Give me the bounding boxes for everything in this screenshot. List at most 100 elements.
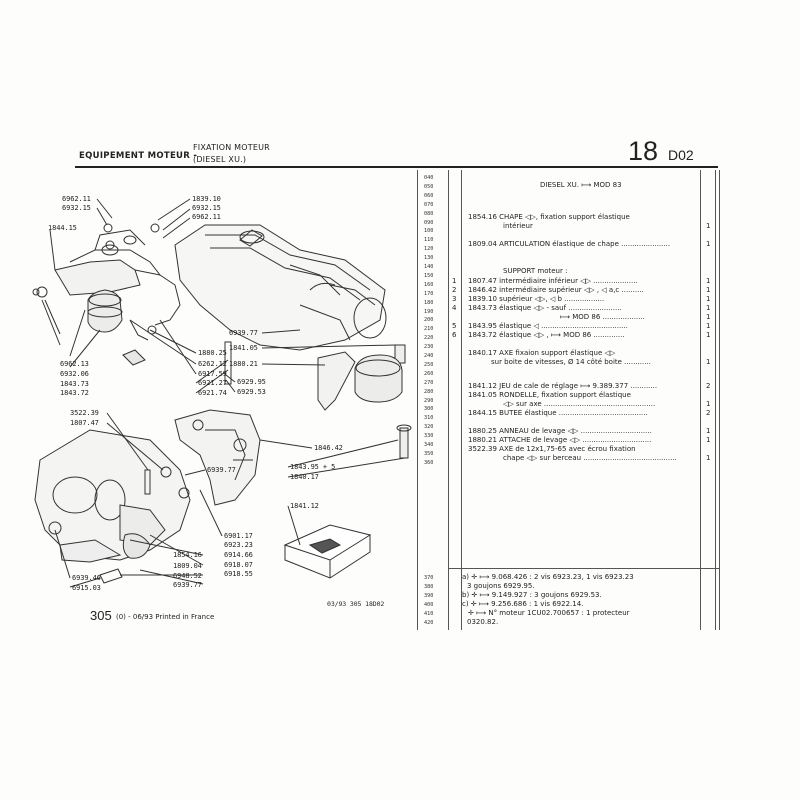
note-line: a) ✛ ⟼ 9.068.426 : 2 vis 6923.23, 1 vis … [462, 573, 634, 581]
section-subtitle-line2: (DIESEL XU.) [193, 155, 247, 164]
note-line: 3 goujons 6929.95. [467, 582, 535, 590]
line-number: 380 [424, 584, 434, 590]
note-line: 0320.82. [467, 618, 499, 626]
callout-label: 6929.95 [237, 378, 266, 386]
callout-label: 1807.47 [70, 419, 99, 427]
callout-label: 6915.03 [72, 584, 101, 592]
callout-label: 1880.21 [229, 360, 258, 368]
callout-label: 6962.13 [60, 360, 89, 368]
callout-label: 6939.77 [207, 466, 236, 474]
parts-row-qty: 1 [706, 240, 711, 248]
callout-label: 6901.17 [224, 532, 253, 540]
parts-row-text: 1880.21 ATTACHE de levage ◁▷ ...........… [468, 436, 652, 444]
line-number: 110 [424, 237, 434, 244]
callout-label: 6921.74 [198, 389, 227, 397]
line-number: 220 [424, 335, 434, 342]
line-number: 180 [424, 299, 434, 306]
line-number: 280 [424, 388, 434, 395]
line-number: 080 [424, 210, 434, 217]
line-number: 410 [424, 611, 434, 617]
parts-row-text: ⟼ MOD 86 ................... [560, 313, 645, 321]
parts-row-text: chape ◁▷ sur berceau ...................… [503, 454, 677, 462]
parts-row-qty: 1 [706, 331, 711, 339]
table-rule [700, 170, 701, 630]
parts-row-qty: 1 [706, 313, 711, 321]
callout-label: 1843.73 [60, 380, 89, 388]
line-number: 400 [424, 602, 434, 608]
table-rule [448, 568, 720, 569]
line-number: 250 [424, 361, 434, 368]
line-number: 130 [424, 255, 434, 262]
parts-row-text: 1840.17 AXE fixaion support élastique ◁▷ [468, 349, 616, 357]
line-number: 210 [424, 326, 434, 333]
callout-label: 6939.46 [72, 574, 101, 582]
line-number: 360 [424, 459, 434, 466]
parts-row-text: 1844.15 BUTEE élastique ................… [468, 409, 648, 417]
table-rule [461, 170, 462, 630]
callout-label: 6962.11 [62, 195, 91, 203]
callout-label: 6962.11 [192, 213, 221, 221]
line-number: 040 [424, 175, 434, 181]
note-line: b) ✛ ⟼ 9.149.927 : 3 goujons 6929.53. [462, 591, 602, 599]
parts-row-qty: 1 [706, 304, 711, 312]
callout-label: 1854.16 [173, 551, 202, 559]
line-number: 370 [424, 575, 434, 581]
line-number: 420 [424, 620, 434, 626]
table-rule [715, 170, 716, 630]
parts-row-text: intérieur [503, 222, 533, 230]
line-number: 300 [424, 406, 434, 413]
callout-label: 6921.27 [198, 379, 227, 387]
callout-label: 1841.12 [290, 502, 319, 510]
line-number: 290 [424, 397, 434, 404]
parts-row-qty: 1 [706, 286, 711, 294]
parts-row-text: 1843.95 élastique ◁ ....................… [468, 322, 628, 330]
header-rule [75, 166, 718, 168]
callout-label: 6917.59 [198, 370, 227, 378]
drawing-reference: 03/93 305 18D02 [327, 600, 385, 608]
callout-label: 1880.25 [198, 349, 227, 357]
parts-row-text: 1880.25 ANNEAU de levage ◁▷ ............… [468, 427, 652, 435]
parts-row-qty: 1 [706, 222, 711, 230]
callout-label: 1843.72 [60, 389, 89, 397]
callout-label: 1844.15 [48, 224, 77, 232]
section-code: D02 [668, 147, 694, 163]
callout-label: 6923.23 [224, 541, 253, 549]
line-number: 330 [424, 433, 434, 440]
parts-row-qty: 1 [706, 436, 711, 444]
callout-label: 6918.55 [224, 570, 253, 578]
parts-row-ref: 6 [452, 331, 457, 339]
parts-row-text: 1809.04 ARTICULATION élastique de chape … [468, 240, 671, 248]
line-number: 150 [424, 272, 434, 279]
callout-label: 1843.95 + 5 [290, 463, 336, 471]
parts-row-text: 1841.05 RONDELLE, fixation support élast… [468, 391, 631, 399]
section-subtitle-line1: FIXATION MOTEUR [193, 143, 270, 152]
line-number: 160 [424, 281, 434, 288]
parts-row-qty: 1 [706, 454, 711, 462]
parts-row-qty: 1 [706, 295, 711, 303]
line-number: 100 [424, 228, 434, 235]
parts-row-text: 1841.12 JEU de cale de réglage ⟼ 9.389.3… [468, 382, 658, 390]
callout-label: 6932.06 [60, 370, 89, 378]
table-rule [417, 170, 418, 630]
line-number: 240 [424, 353, 434, 359]
table-rule [448, 170, 449, 630]
parts-row-ref: 2 [452, 286, 457, 294]
parts-row-text: 1843.72 élastique ◁▷ , ⟼ MOD 86 ........… [468, 331, 625, 339]
line-number: 390 [424, 593, 434, 599]
parts-row-text: 1846.42 intermédiaire supérieur ◁▷ , ◁ a… [468, 286, 644, 294]
parts-row-text: SUPPORT moteur : [503, 267, 568, 275]
parts-row-qty: 1 [706, 358, 711, 366]
callout-label: 6929.53 [237, 388, 266, 396]
line-number: 320 [424, 424, 434, 431]
parts-row-qty: 2 [706, 382, 711, 390]
callout-label: 6932.15 [62, 204, 91, 212]
parts-row-text: 3522.39 AXE de 12x1,75-65 avec écrou fix… [468, 445, 636, 453]
callout-label: 6939.77 [173, 581, 202, 589]
parts-row-text: 1854.16 CHAPE ◁▷, fixation support élast… [468, 213, 630, 221]
line-number: 120 [424, 246, 434, 253]
line-number: 350 [424, 450, 434, 457]
line-number: 050 [424, 183, 434, 190]
parts-row-qty: 1 [706, 322, 711, 330]
